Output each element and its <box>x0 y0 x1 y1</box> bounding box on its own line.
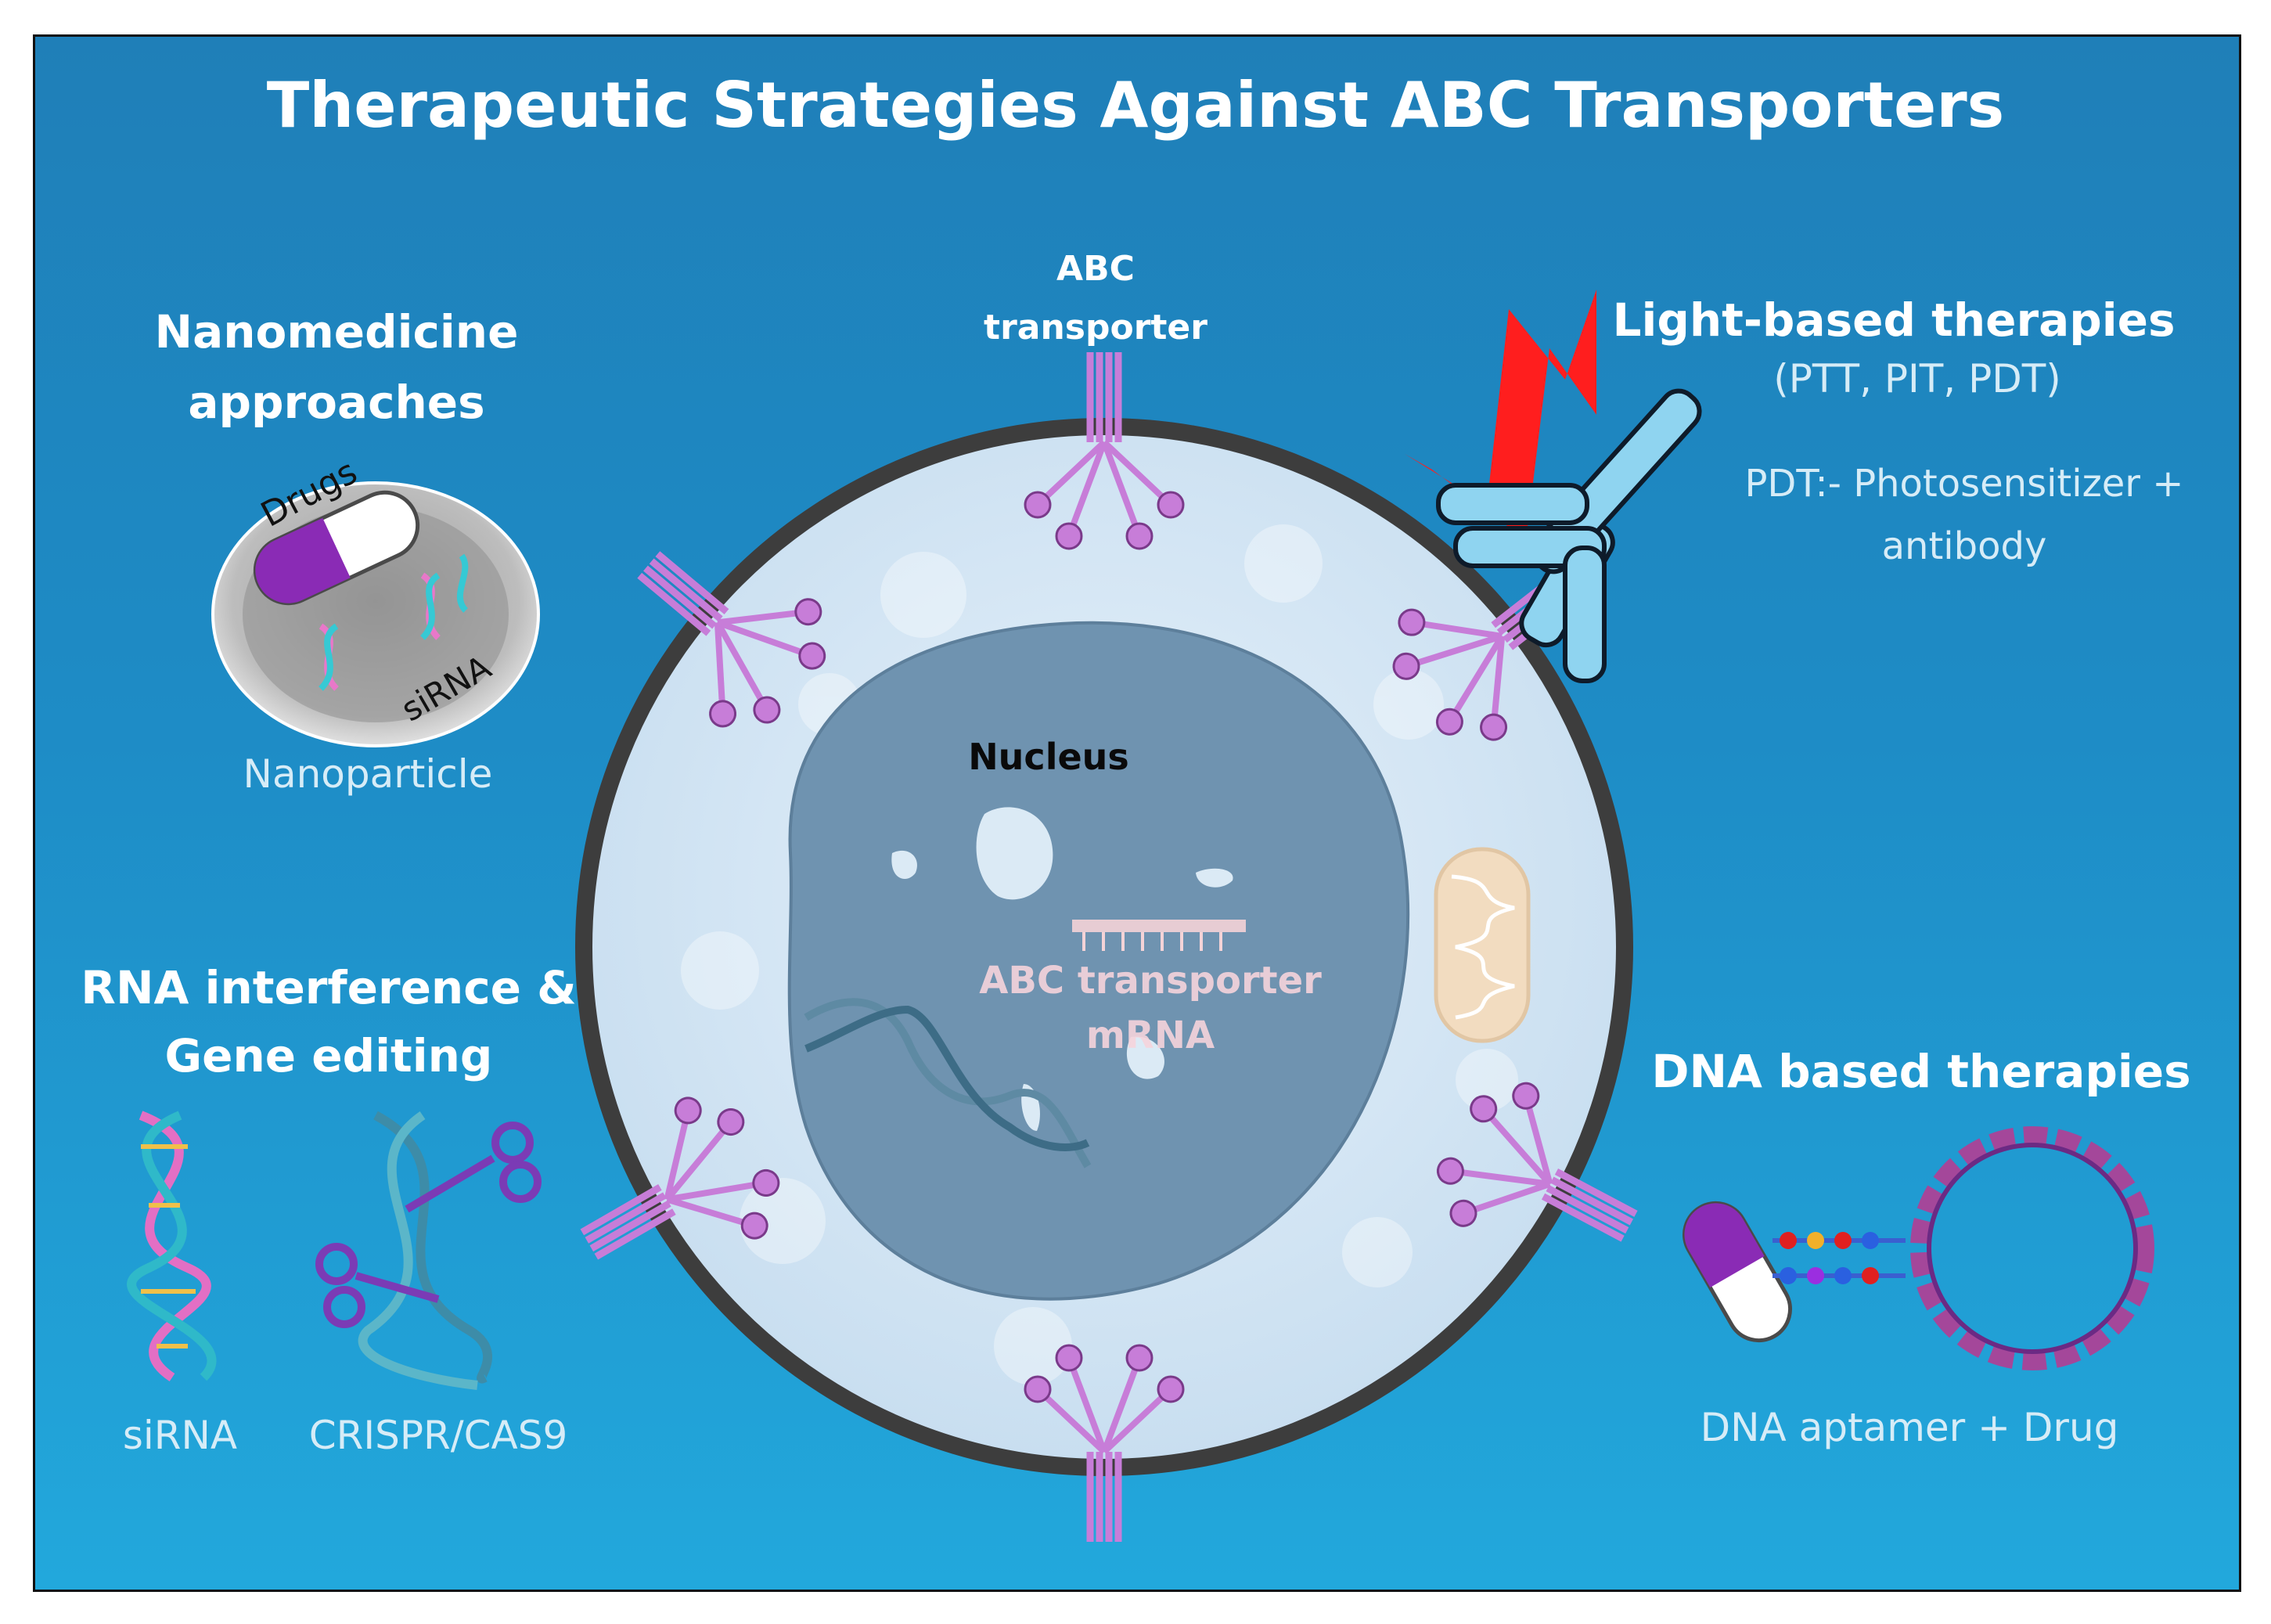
nanoparticle <box>211 481 540 747</box>
abc-transporter-protein <box>580 1096 780 1260</box>
mitochondrion <box>1434 847 1531 1043</box>
lightning-icon <box>1405 290 1596 540</box>
rnai-heading-line2: Gene editing <box>164 1029 493 1082</box>
pdt-note-line2: antibody <box>1881 524 2047 568</box>
light-therapies-sub: (PTT, PIT, PDT) <box>1773 356 2061 401</box>
nuclear-dna-helix <box>804 998 1092 1168</box>
nucleus <box>787 621 1410 1301</box>
rnai-heading-line1: RNA interference & <box>81 961 577 1014</box>
abc-transporter-protein <box>1024 1344 1185 1542</box>
sirna-double-helix <box>127 1111 217 1381</box>
abc-transporters <box>580 352 1638 1542</box>
sirna-helix-icon <box>318 553 469 691</box>
abc-transporter-protein <box>1436 1082 1638 1242</box>
abc-transporter-protein <box>1024 352 1185 550</box>
light-therapies-heading: Light-based therapies <box>1612 293 2176 347</box>
abc-transporter-label-line1: ABC <box>1056 249 1135 289</box>
pdt-note-line1: PDT:- Photosensitizer + <box>1744 462 2184 506</box>
dna-aptamer-caption: DNA aptamer + Drug <box>1700 1405 2119 1450</box>
mrna-label-line1: ABC transporter <box>979 959 1322 1003</box>
circular-dna-icon <box>1910 1126 2154 1370</box>
nanoparticle-caption: Nanoparticle <box>243 751 493 797</box>
page-title: Therapeutic Strategies Against ABC Trans… <box>266 69 2005 142</box>
crispr-cas9-icon <box>315 1111 542 1390</box>
nanomedicine-heading-line1: Nanomedicine <box>154 305 519 358</box>
cell <box>575 418 1633 1476</box>
mrna-strand <box>1072 920 1246 951</box>
aptamer-linker <box>1773 1232 1906 1284</box>
crispr-caption: CRISPR/CAS9 <box>308 1413 568 1458</box>
antibody-icon <box>1436 388 1702 683</box>
abc-transporter-label-line2: transporter <box>984 308 1207 347</box>
nucleus-label: Nucleus <box>968 736 1129 778</box>
abc-transporter-protein <box>637 551 826 728</box>
aptamer-drug-capsule-icon <box>1683 1201 1792 1343</box>
dna-therapies-heading: DNA based therapies <box>1651 1045 2191 1098</box>
mrna-label-line2: mRNA <box>1085 1014 1215 1057</box>
cytoplasm-texture <box>681 524 1518 1385</box>
sirna-caption: siRNA <box>122 1413 238 1458</box>
dna-aptamer-drug <box>1683 1126 2154 1370</box>
drug-capsule-icon <box>253 490 420 606</box>
nanomedicine-heading-line2: approaches <box>188 376 485 429</box>
